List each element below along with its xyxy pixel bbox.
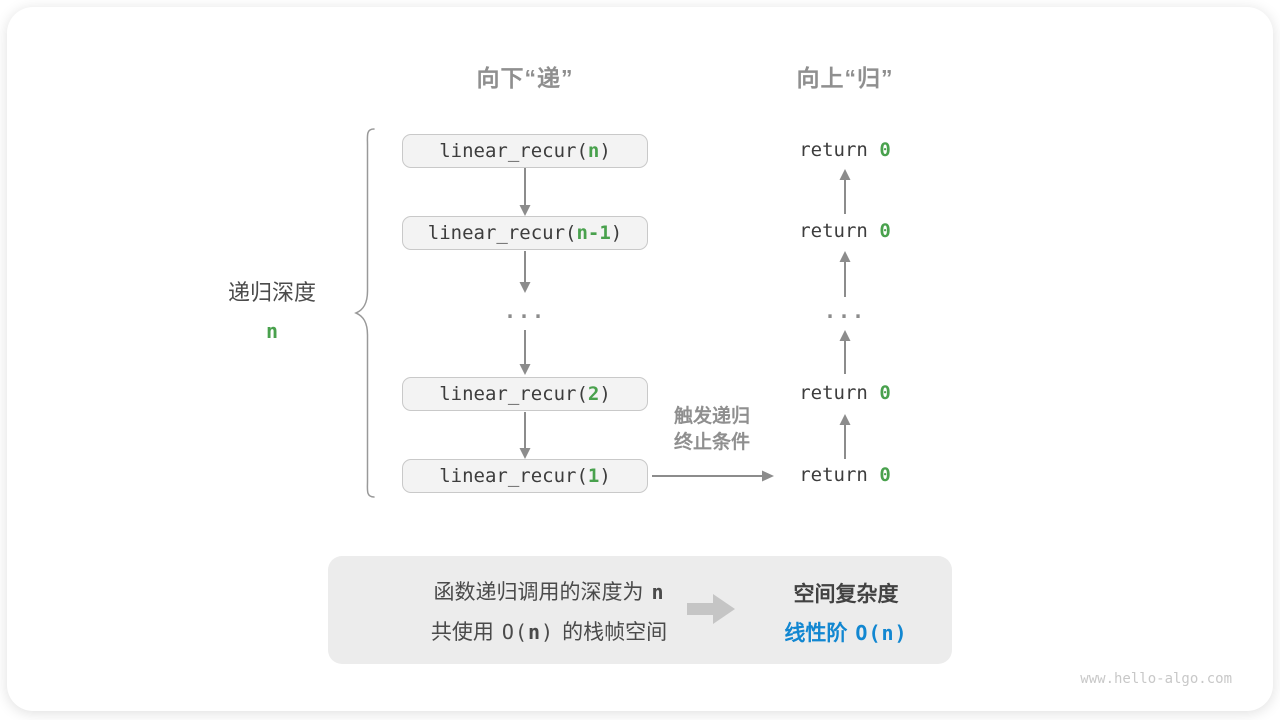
code-arg: n (587, 140, 600, 162)
return-statement: return 0 (799, 218, 891, 244)
summary-line1-n: n (651, 580, 665, 604)
summary-line2-e: 的栈帧空间 (562, 621, 668, 644)
code-prefix: linear_recur( (439, 140, 588, 162)
complexity-value: 线性阶 O(n) (784, 617, 907, 647)
complexity-value-text: 线性阶 (784, 622, 848, 645)
summary-line1: 函数递归调用的深度为 n (433, 579, 664, 606)
up-arrow-icon (839, 330, 851, 374)
code-arg: 1 (587, 465, 600, 487)
termination-label: 触发递归 终止条件 (674, 404, 750, 456)
down-arrow-icon (519, 330, 531, 375)
depth-value: n (265, 319, 279, 343)
summary-line1-text: 函数递归调用的深度为 (433, 581, 644, 604)
implies-arrow-icon (687, 594, 735, 624)
watermark: www.hello-algo.com (1080, 671, 1232, 687)
summary-line2-close: ) (541, 620, 555, 644)
up-arrow-icon (839, 169, 851, 214)
return-keyword: return (799, 382, 880, 404)
complexity-value-big-o: O(n) (855, 621, 908, 645)
summary-line2-a: 共使用 (430, 621, 494, 644)
code-arg: n-1 (576, 222, 611, 244)
code-suffix: ) (610, 222, 623, 244)
code-suffix: ) (599, 465, 611, 487)
code-suffix: ) (599, 140, 611, 162)
up-arrow-icon (839, 251, 851, 297)
return-statement: return 0 (799, 137, 891, 163)
call-stack-ellipsis: ... (503, 299, 547, 323)
returns-ellipsis: ... (823, 299, 867, 323)
down-arrow-icon (519, 412, 531, 459)
summary-line2: 共使用 O(n) 的栈帧空间 (431, 619, 667, 646)
depth-label: 递归深度 (227, 280, 317, 305)
summary-panel (328, 556, 952, 664)
call-box-2: linear_recur(2) (402, 377, 648, 411)
code-prefix: linear_recur( (427, 222, 577, 244)
down-arrow-icon (519, 168, 531, 216)
return-keyword: return (799, 464, 880, 486)
termination-line1: 触发递归 (673, 406, 751, 427)
code-prefix: linear_recur( (439, 383, 588, 405)
return-keyword: return (799, 220, 880, 242)
code-prefix: linear_recur( (439, 465, 588, 487)
return-value: 0 (879, 464, 891, 486)
call-box-n-1: linear_recur(n-1) (402, 216, 648, 250)
depth-brace (354, 128, 375, 498)
call-box-n-label: linear_recur(n) (439, 138, 611, 164)
return-keyword: return (799, 139, 880, 161)
down-arrow-icon (519, 251, 531, 293)
return-statement: return 0 (799, 462, 891, 488)
return-value: 0 (879, 382, 891, 404)
call-box-1-label: linear_recur(1) (439, 463, 611, 489)
up-arrow-icon (839, 414, 851, 459)
right-arrow-icon (652, 470, 774, 482)
complexity-title: 空间复杂度 (793, 583, 899, 606)
summary-line2-open: O( (501, 620, 528, 644)
call-box-1: linear_recur(1) (402, 459, 648, 493)
return-value: 0 (879, 139, 891, 161)
header-recurse-down: 向下“递” (476, 65, 574, 91)
return-statement: return 0 (799, 380, 891, 406)
call-box-n: linear_recur(n) (402, 134, 648, 168)
call-box-n-1-label: linear_recur(n-1) (428, 220, 623, 246)
return-value: 0 (879, 220, 891, 242)
header-return-up: 向上“归” (796, 65, 894, 91)
call-box-2-label: linear_recur(2) (439, 381, 611, 407)
code-arg: 2 (587, 383, 600, 405)
code-suffix: ) (599, 383, 611, 405)
summary-line2-n: n (528, 620, 542, 644)
termination-line2: 终止条件 (673, 432, 751, 453)
